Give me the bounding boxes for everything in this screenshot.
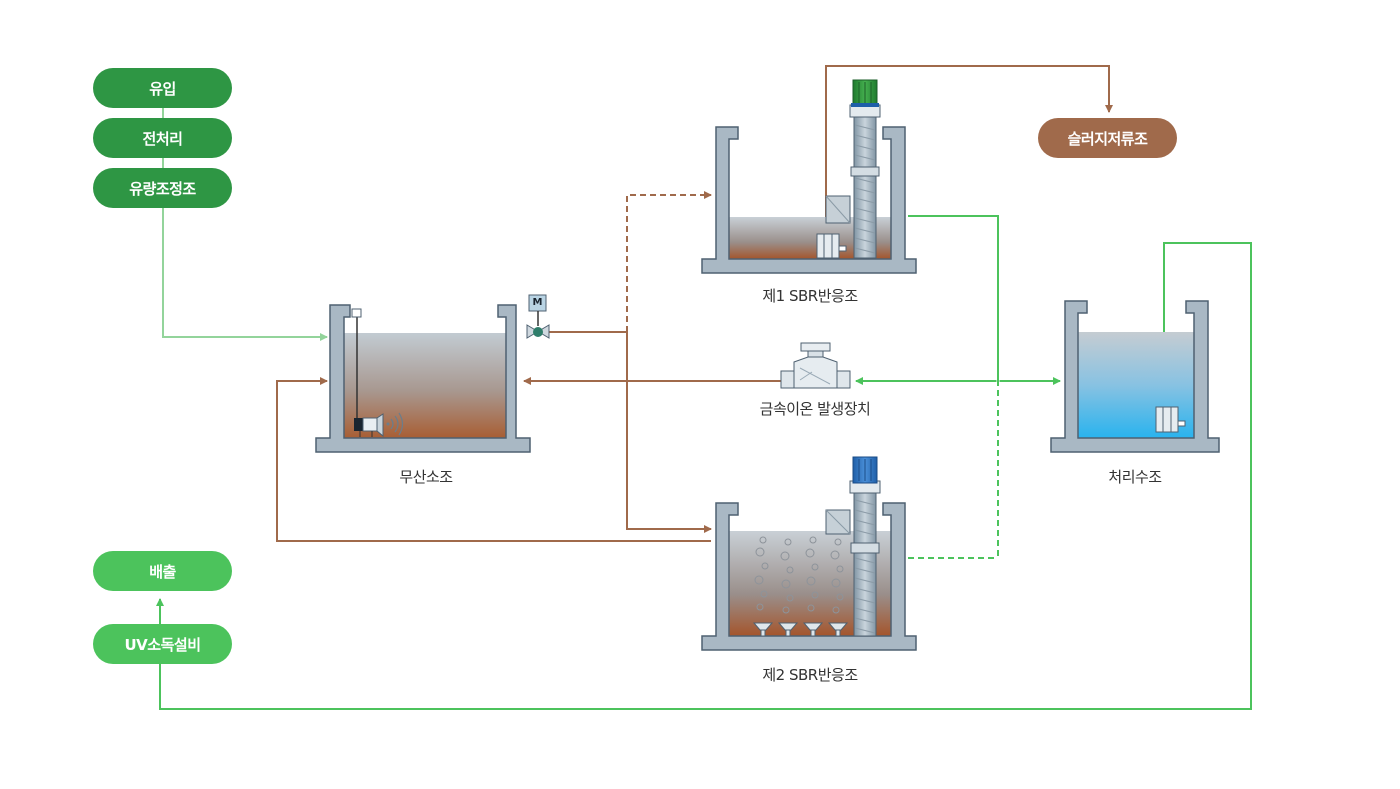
metal-ion-label: 금속이온 발생장치 [759, 400, 871, 418]
flow-line-to-sbr2 [626, 332, 712, 533]
uv-disinfection-pill: UV소독설비 [93, 624, 232, 664]
flow-line-treated-to-uv [159, 242, 1252, 710]
flow-line-return-to-anoxic [276, 377, 711, 542]
flow-line-sludge [825, 65, 1113, 222]
discharge-pill: 배출 [93, 551, 232, 591]
anoxic-tank [315, 304, 531, 453]
sbr1-tank [701, 79, 917, 274]
flow-line-to-sbr1 [626, 191, 712, 332]
treated-water-tank [1050, 300, 1220, 453]
metal-ion-generator [780, 342, 851, 389]
anoxic-tank-label: 무산소조 [399, 468, 453, 486]
flow-line-sbr1-decant [908, 215, 999, 558]
sbr1-label: 제1 SBR반응조 [762, 287, 858, 305]
pretreatment-pill: 전처리 [93, 118, 232, 158]
equalization-tank-pill: 유량조정조 [93, 168, 232, 208]
motor-letter: M [532, 297, 543, 308]
sbr2-tank [701, 456, 917, 651]
inflow-pill: 유입 [93, 68, 232, 108]
sludge-storage-pill: 슬러지저류조 [1038, 118, 1177, 158]
flow-line-equalization-to-anoxic [162, 208, 328, 341]
treated-tank-label: 처리수조 [1108, 468, 1162, 486]
sbr2-label: 제2 SBR반응조 [762, 666, 858, 684]
motor-valve [526, 294, 550, 339]
